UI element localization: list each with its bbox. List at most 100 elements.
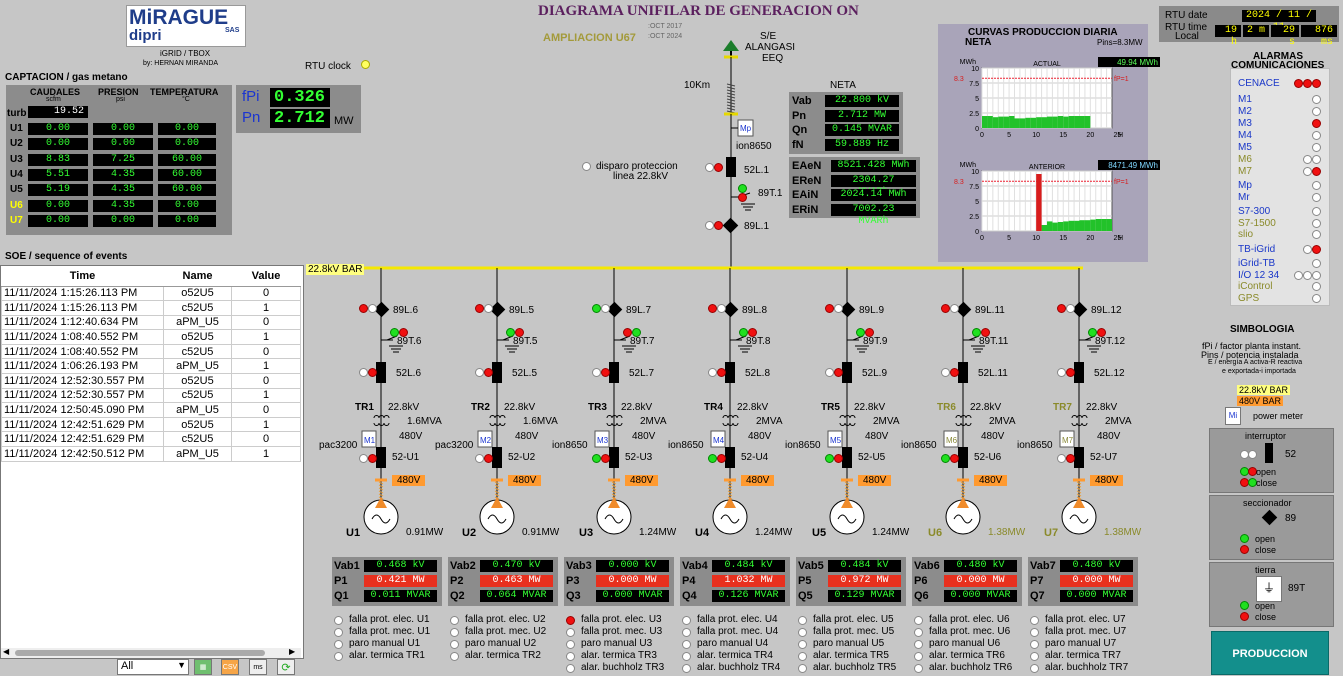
transformer-mva: 2MVA — [640, 416, 667, 427]
transformer-kv: 22.8kV — [621, 402, 653, 413]
unit-measure-value: 0.000 MW — [944, 575, 1017, 587]
unit-name: U3 — [579, 527, 594, 539]
soe-scrollbar[interactable]: ◀ ▶ — [1, 647, 301, 658]
transformer-mva: 1.6MVA — [407, 416, 442, 427]
legend-disconnector-close: close — [1255, 545, 1277, 555]
curve-ytick: 7.5 — [969, 81, 979, 88]
unit-measure-value: 0.421 MW — [364, 575, 437, 587]
feeder-status-led — [592, 304, 601, 313]
soe-header-value[interactable]: Value — [231, 266, 301, 287]
main-ground-label: 89T.1 — [758, 188, 783, 199]
feeder-status-led — [359, 454, 368, 463]
cable-hatch — [611, 484, 617, 488]
unit-meter-label: M3 — [597, 436, 609, 445]
captacion-flow: 5.51 — [28, 168, 88, 181]
excel-export-button[interactable]: ▦ — [194, 659, 212, 675]
transformer-coil — [373, 422, 380, 426]
fpi-value: 0.326 — [270, 88, 330, 107]
cable-hatch — [726, 89, 736, 93]
unit-alarm-led — [566, 628, 575, 637]
comm-alarm-label: Mp — [1238, 180, 1252, 191]
soe-table-container[interactable]: Time Name Value 11/11/2024 1:15:26.113 P… — [0, 265, 304, 659]
generator-arrow — [608, 497, 620, 508]
transformer-label: TR2 — [471, 402, 490, 413]
comm-alarm-led — [1312, 230, 1321, 239]
unit-alarm-label: alar. buchholz TR5 — [813, 662, 897, 673]
soe-filter-select[interactable]: All ▼ — [117, 659, 189, 675]
curve-ytick: 7.5 — [969, 184, 979, 191]
unit-capacity: 0.91MW — [406, 527, 444, 538]
legend-line-3: E / energía A activa-R reactiva — [1208, 359, 1303, 366]
cable-hatch — [378, 481, 384, 485]
feeder-status-led — [950, 368, 959, 377]
feeder-switch-label: 89L.12 — [1091, 305, 1122, 316]
scroll-left-icon[interactable]: ◀ — [3, 647, 10, 656]
legend-disconnector-symbol — [1261, 509, 1278, 526]
transformer-kv: 22.8kV — [504, 402, 536, 413]
feeder-status-led — [739, 328, 748, 337]
alarms-title-1: ALARMAS — [1253, 51, 1303, 62]
substation-name-2: ALANGASI — [745, 42, 796, 53]
comm-alarm-led — [1303, 271, 1312, 280]
feeder-ground-icon — [1084, 335, 1101, 353]
transformer-coil — [616, 415, 623, 419]
feeder-status-led — [825, 304, 834, 313]
comm-alarm-label: M2 — [1238, 106, 1252, 117]
unit-measure-label: P3 — [566, 575, 580, 587]
transformer-coil — [499, 415, 506, 419]
transformer-coil — [489, 415, 496, 419]
cable-hatch — [1076, 493, 1082, 497]
main-breaker-label: 52L.1 — [744, 165, 770, 176]
unit-measure-value: 0.000 MW — [1060, 575, 1133, 587]
energy-label: EAiN — [792, 189, 819, 201]
scroll-right-icon[interactable]: ▶ — [289, 647, 296, 656]
cable-hatch — [844, 490, 850, 494]
unit-alarm-label: alar. termica TR4 — [697, 650, 773, 661]
feeder-status-led — [950, 454, 959, 463]
scroll-thumb[interactable] — [15, 650, 265, 656]
soe-time: 11/11/2024 12:52:30.557 PM — [1, 387, 164, 404]
gen-breaker-label: 52-U4 — [741, 452, 769, 463]
transformer-mva: 2MVA — [873, 416, 900, 427]
feeder-status-led — [717, 304, 726, 313]
pn-unit: MW — [334, 115, 354, 127]
unit-alarm-led — [566, 664, 575, 673]
soe-header-time[interactable]: Time — [1, 266, 164, 287]
cable-hatch — [726, 101, 736, 105]
unit-alarm-led — [798, 628, 807, 637]
feeder-status-led — [601, 368, 610, 377]
curve-xtick: 20 — [1086, 235, 1094, 242]
unit-alarm-led — [1030, 640, 1039, 649]
curve-xtick: 0 — [980, 132, 984, 139]
unit-alarm-label: falla prot. elec. U6 — [929, 614, 1010, 625]
produccion-button[interactable]: PRODUCCION — [1211, 631, 1329, 675]
curve-total-value: 8471.49 MWh — [1108, 161, 1158, 170]
refresh-button[interactable]: ⟳ — [277, 659, 295, 675]
csv-export-button[interactable]: CSV — [221, 659, 239, 675]
unit-measure-value: 0.000 MVAR — [1060, 590, 1133, 602]
curve-label: ACTUAL — [1033, 61, 1061, 68]
captacion-temperature: 0.00 — [158, 214, 216, 227]
unit-alarm-led — [450, 616, 459, 625]
feeder-status-led — [717, 368, 726, 377]
meter-model: ion8650 — [901, 440, 937, 451]
soe-header-name[interactable]: Name — [163, 266, 232, 287]
cable-hatch — [960, 493, 966, 497]
neta-title: NETA — [830, 80, 856, 91]
legend-title: SIMBOLOGIA — [1230, 324, 1295, 335]
comm-alarm-led — [1303, 79, 1312, 88]
feeder-breaker-label: 52L.8 — [745, 368, 771, 379]
cable-hatch — [844, 493, 850, 497]
ms-toggle-button[interactable]: ms — [249, 659, 267, 675]
curves-title: CURVAS PRODUCCION DIARIA — [968, 27, 1118, 38]
